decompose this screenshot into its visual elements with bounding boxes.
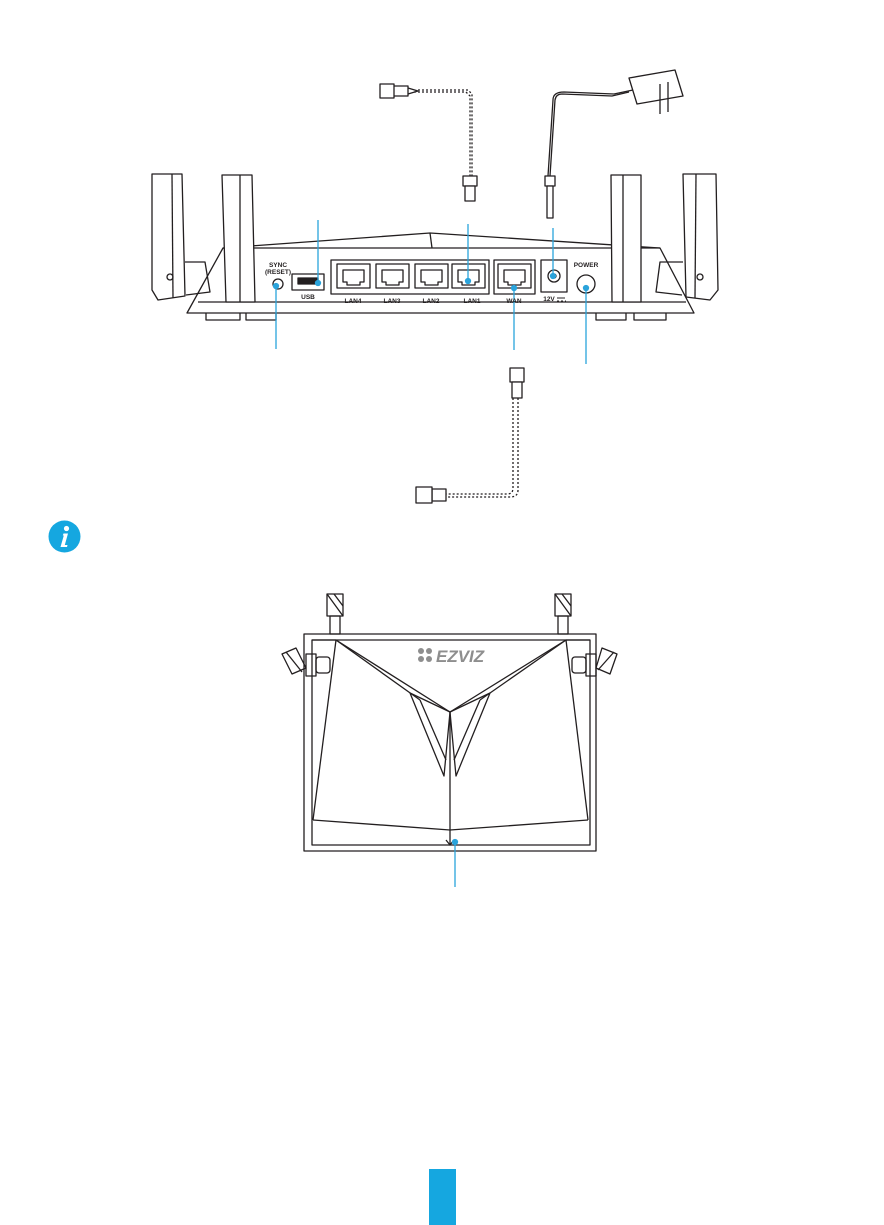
brand-wordmark: EZVIZ — [436, 647, 485, 666]
ezviz-logo — [418, 648, 432, 662]
side-antenna-right — [572, 648, 617, 676]
side-antenna-left — [282, 648, 330, 676]
top-antenna-right — [555, 594, 571, 634]
page-number-tab — [429, 1169, 456, 1225]
led-callout-dot — [453, 840, 458, 845]
top-view-diagram: EZVIZ — [0, 0, 884, 900]
top-antenna-left — [327, 594, 343, 634]
